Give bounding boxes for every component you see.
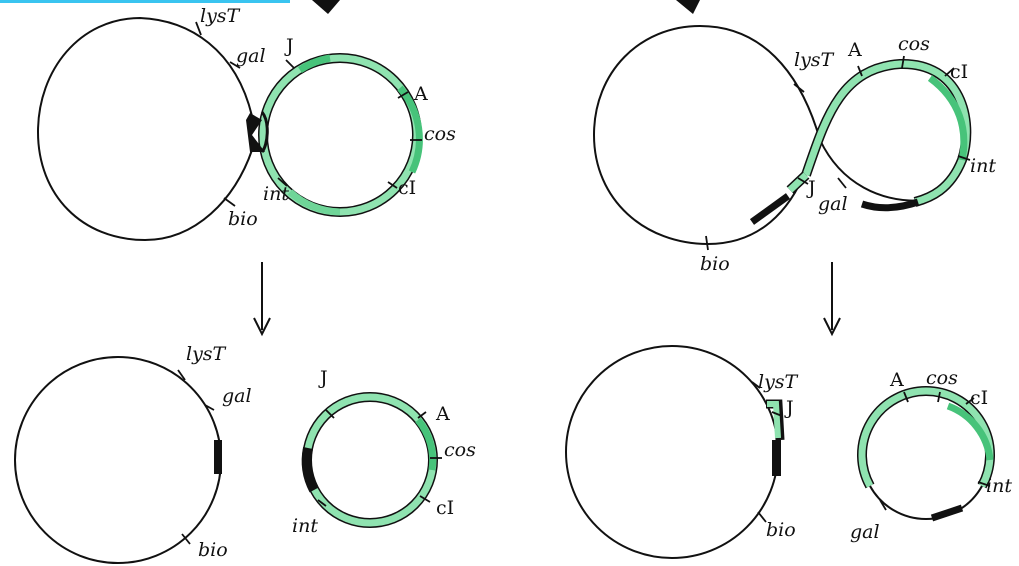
label-J: J [784, 397, 794, 419]
arrow-down-right [823, 262, 841, 337]
label-int: int [986, 475, 1012, 497]
label-cI: cI [398, 177, 416, 199]
label-cos: cos [926, 367, 958, 389]
label-lysT: lysT [200, 5, 241, 27]
label-cI: cI [950, 61, 968, 83]
label-J: J [284, 35, 294, 57]
arrow-down-left [253, 262, 271, 337]
label-gal: gal [850, 521, 880, 543]
panel-top-left: lysT gal J A cos cI int bio [36, 5, 456, 242]
panel-bottom-left: lysT gal bio J A cos cI int [14, 343, 476, 564]
bacterial-chromosome [592, 24, 821, 246]
bacterial-segment-dark [749, 193, 791, 225]
label-cos: cos [898, 33, 930, 55]
arrowhead-top-left [312, 0, 340, 14]
label-int: int [292, 515, 318, 537]
arrowhead-top-right [676, 0, 700, 14]
bacterial-chromosome [565, 345, 779, 559]
phage-genome [258, 53, 423, 217]
label-A: A [435, 403, 450, 425]
phage-circle [301, 392, 438, 528]
label-A: A [889, 369, 904, 391]
panel-bottom-right: lysT J bio A cos cI int gal [565, 345, 1012, 559]
prophage-scar [772, 440, 781, 476]
crossover-site [246, 113, 265, 152]
label-bio: bio [198, 539, 228, 561]
label-J: J [806, 177, 816, 199]
label-lysT: lysT [758, 371, 799, 393]
label-int: int [970, 155, 996, 177]
label-cI: cI [970, 387, 988, 409]
label-gal: gal [222, 385, 252, 407]
label-cI: cI [436, 497, 454, 519]
prophage-scar [214, 440, 222, 474]
panel-top-right: lysT A cos cI int J gal bio [592, 24, 996, 275]
label-A: A [847, 39, 862, 61]
label-bio: bio [228, 208, 258, 230]
label-cos: cos [444, 439, 476, 461]
label-bio: bio [766, 519, 796, 541]
bacterial-chromosome [14, 356, 222, 564]
label-lysT: lysT [186, 343, 227, 365]
label-int: int [263, 183, 289, 205]
label-lysT: lysT [794, 49, 835, 71]
bacterial-chromosome [36, 16, 253, 242]
label-bio: bio [700, 253, 730, 275]
label-gal: gal [818, 193, 848, 215]
label-cos: cos [424, 123, 456, 145]
header-strip [0, 0, 290, 3]
phage-circle [857, 386, 995, 522]
bacterial-segment-dark [860, 198, 920, 212]
label-gal: gal [236, 45, 266, 67]
label-J: J [318, 367, 328, 389]
phage-genome [786, 58, 972, 207]
label-A: A [413, 83, 428, 105]
